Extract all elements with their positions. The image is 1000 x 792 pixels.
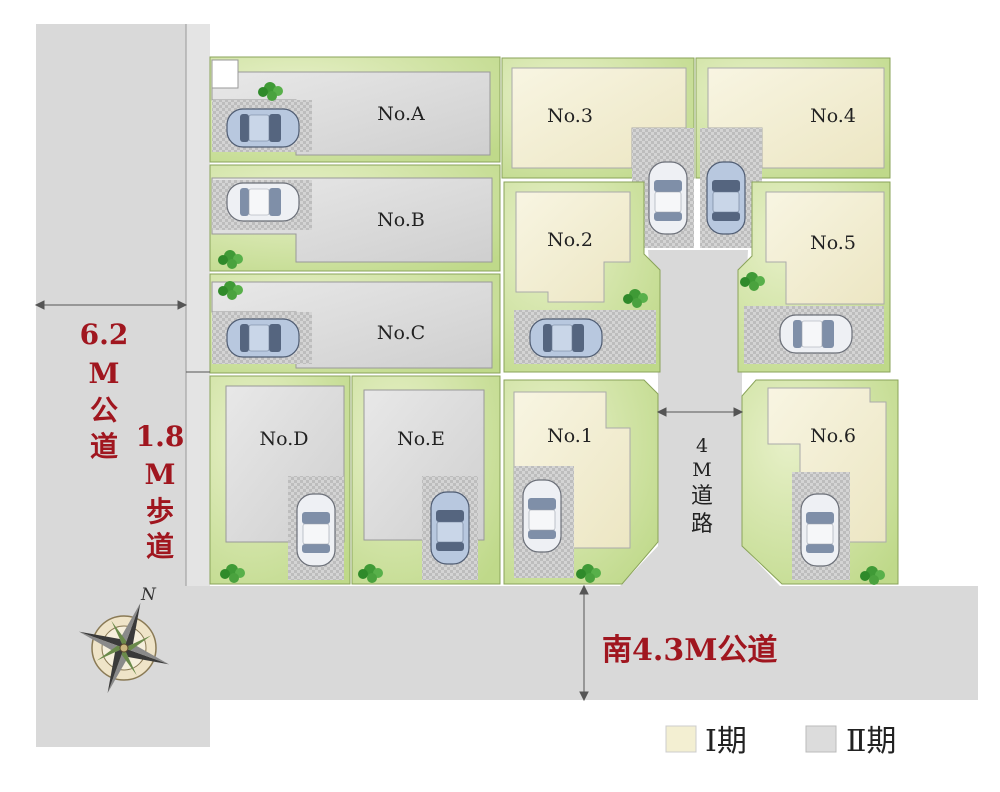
lot-label-a: No.A — [377, 103, 425, 125]
lot-label-4: No.4 — [810, 105, 856, 127]
lot-e[interactable]: No.E — [351, 375, 501, 585]
lot-1[interactable]: No.1 — [503, 379, 659, 585]
lot-label-e: No.E — [397, 428, 445, 450]
lot-3[interactable]: No.3 — [501, 57, 695, 248]
west-road-label-line2: M — [89, 357, 120, 390]
legend-label-phase1: Ⅰ期 — [705, 724, 747, 759]
west-road-label-line1: 6.2 — [80, 318, 129, 351]
lot-5[interactable]: No.5 — [737, 181, 891, 373]
legend-swatch-phase1 — [665, 725, 697, 753]
west-road-label-line4: 道 — [90, 430, 118, 463]
lot-label-6: No.6 — [810, 425, 856, 447]
inner-road-label-line1: 4 — [696, 435, 708, 457]
lot-6[interactable]: No.6 — [741, 379, 899, 585]
south-road-label: 南4.3M公道 — [602, 633, 777, 668]
legend: Ⅰ期 Ⅱ期 — [665, 724, 896, 759]
lot-label-3: No.3 — [547, 105, 593, 127]
lot-label-2: No.2 — [547, 229, 593, 251]
lot-label-c: No.C — [377, 322, 425, 344]
dimension-lines — [34, 300, 744, 702]
sidewalk-label-line2: M — [145, 458, 176, 491]
south-road — [186, 586, 978, 747]
sidewalk-label-line4: 道 — [146, 530, 174, 563]
lot-label-5: No.5 — [810, 232, 856, 254]
lot-b[interactable]: No.B — [209, 164, 501, 272]
lot-label-b: No.B — [377, 209, 425, 231]
lot-label-1: No.1 — [547, 425, 593, 447]
compass-north-label: N — [140, 585, 157, 605]
sidewalk-label-line3: 歩 — [146, 495, 174, 528]
west-road-label: 6.2 M 公 道 — [80, 318, 129, 463]
lot-4[interactable]: No.4 — [695, 57, 891, 248]
sidewalk-label-line1: 1.8 — [136, 420, 185, 453]
lot-label-d: No.D — [259, 428, 308, 450]
legend-swatch-phase2 — [805, 725, 837, 753]
inner-road-label-line4: 路 — [691, 512, 713, 537]
sidewalk-label: 1.8 M 歩 道 — [136, 420, 185, 563]
inner-road-label-line2: M — [692, 459, 711, 481]
lot-d[interactable]: No.D — [209, 375, 351, 585]
lot-2[interactable]: No.2 — [503, 181, 661, 373]
legend-label-phase2: Ⅱ期 — [846, 724, 896, 759]
lot-c[interactable]: No.C — [209, 273, 501, 374]
compass-rose — [78, 602, 170, 694]
inner-road-label: 4 M 道 路 — [691, 435, 713, 537]
lot-a[interactable]: No.A — [209, 56, 501, 163]
sidewalk-strip — [186, 24, 210, 587]
inner-road-label-line3: 道 — [691, 484, 713, 509]
west-road-label-line3: 公 — [90, 394, 118, 427]
